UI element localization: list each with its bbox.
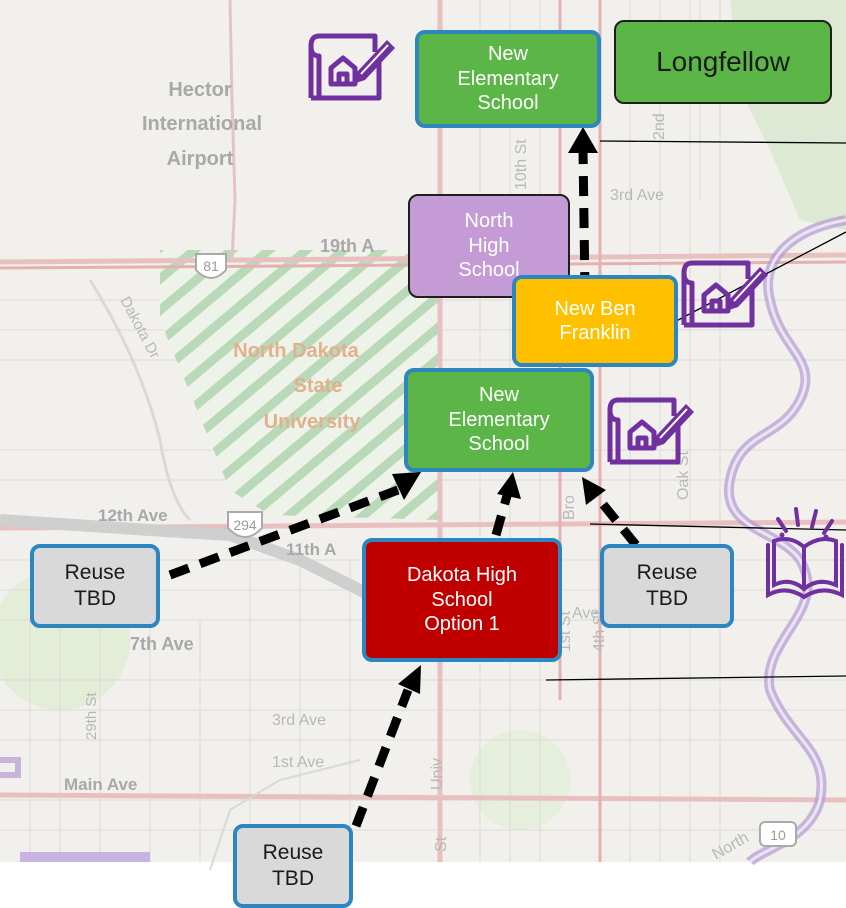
blueprint-house-icon	[681, 260, 768, 328]
airport-label-line2: International	[142, 113, 262, 135]
arrowhead	[568, 127, 598, 153]
new-elementary-school-middle: New Elementary School	[404, 368, 594, 472]
street-19th-label: 19th A	[320, 236, 374, 256]
street-3rd-ave-top-label: 3rd Ave	[610, 187, 664, 204]
arrow-reuse-bottom-to-dakota	[351, 688, 413, 828]
shield-81: 81	[195, 253, 227, 279]
university-campus-area	[160, 250, 440, 520]
street-ave-fragment-label: Ave	[572, 605, 599, 622]
shield-294: 294	[227, 511, 263, 538]
shield-294-label: 294	[233, 517, 257, 533]
university-label-line3: University	[264, 411, 362, 433]
dakota-dr	[88, 279, 192, 522]
street-29th-st-label: 29th St	[83, 692, 100, 740]
blueprint-house-icon	[308, 33, 395, 101]
arrowhead	[398, 665, 421, 694]
open-book-sparkle-icon	[766, 507, 844, 600]
arrow-ben-franklin-to-elementary-top	[578, 149, 590, 293]
street-2nd-label: 2nd	[651, 113, 668, 140]
dashed-arrows	[168, 149, 640, 828]
shield-81-label: 81	[203, 258, 219, 274]
university-label-line2: State	[294, 375, 343, 397]
shield-10: 10	[759, 821, 797, 847]
street-10th-st-label: 10th St	[513, 139, 530, 190]
arrowhead	[497, 472, 521, 499]
street-univ-label: Univ	[429, 758, 446, 790]
arrowhead	[392, 472, 421, 500]
arrow-reuse-left-to-elementary	[168, 485, 400, 580]
street-1st-label: 1st Ave	[272, 754, 324, 771]
blueprint-house-icon	[607, 397, 694, 465]
river-fragment	[0, 757, 21, 778]
reuse-tbd-bottom: Reuse TBD	[233, 824, 353, 908]
new-ben-franklin-school: New Ben Franklin	[512, 275, 678, 367]
airport-label-line1: Hector	[168, 79, 232, 101]
shield-10-label: 10	[770, 827, 786, 843]
street-bro-label: Bro	[561, 495, 578, 520]
airport-label-line3: Airport	[167, 148, 234, 170]
street-st-label: St	[433, 836, 450, 852]
arrowhead	[582, 477, 606, 505]
university-label-line1: North Dakota	[233, 340, 359, 362]
street-12th-label: 12th Ave	[98, 506, 168, 525]
river-fragment	[20, 852, 150, 862]
street-curve	[209, 759, 361, 871]
new-elementary-school-top: New Elementary School	[415, 30, 601, 128]
reuse-tbd-left: Reuse TBD	[30, 544, 160, 628]
street-11th-label: 11th A	[286, 540, 336, 559]
park-area	[470, 730, 570, 830]
street-main-label: Main Ave	[64, 775, 137, 794]
dakota-high-school-option-1: Dakota High School Option 1	[362, 538, 562, 662]
red-river-center	[727, 218, 846, 864]
arrow-heads	[392, 127, 606, 694]
highway-81	[228, 0, 237, 261]
street-7th-label: 7th Ave	[130, 634, 194, 654]
longfellow-school: Longfellow	[614, 20, 832, 104]
street-3rd-label: 3rd Ave	[272, 712, 326, 729]
reuse-tbd-right: Reuse TBD	[600, 544, 734, 628]
arrow-reuse-right-to-elementary	[594, 495, 640, 548]
arrow-dakota-to-elementary	[491, 490, 513, 537]
